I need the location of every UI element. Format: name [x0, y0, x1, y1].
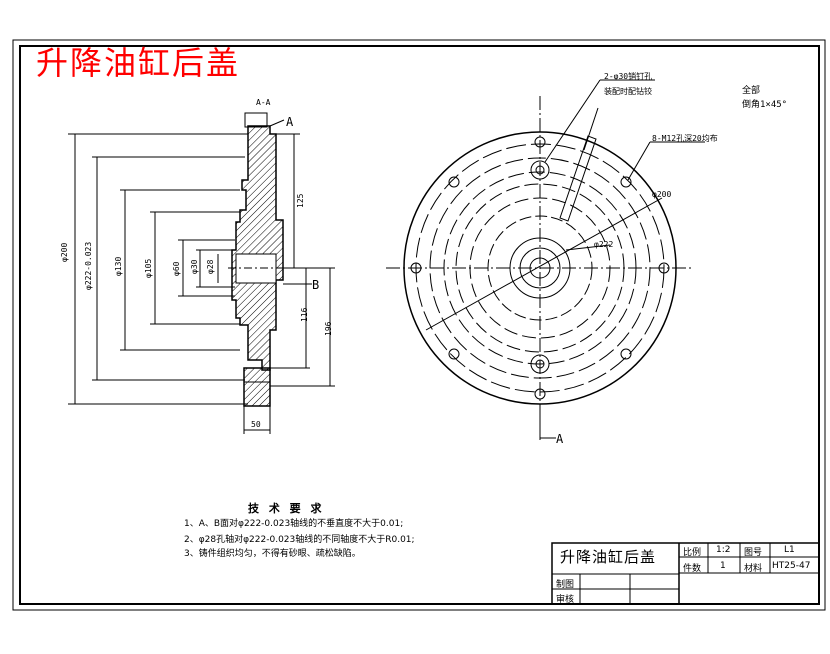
drawing-no-label: 图号 [744, 548, 763, 558]
note-dowel-sub: 装配时配钻铰 [604, 87, 652, 96]
dim-w50: 50 [251, 420, 261, 429]
note-bolt-holes: 8-M12孔深20均布 [652, 134, 718, 143]
note-finish: 全部 [742, 86, 761, 96]
qty-value: 1 [720, 561, 726, 571]
section-view [68, 112, 335, 434]
title-block [551, 542, 820, 605]
dim-d28: φ28 [206, 259, 215, 274]
inner-border [19, 45, 820, 605]
dim-d30: φ30 [190, 259, 199, 274]
dim-h196: 196 [324, 321, 333, 336]
front-view [386, 79, 705, 440]
marker-a: A [286, 115, 294, 129]
outer-border [12, 39, 826, 611]
requirement-3: 3、铸件组织均匀，不得有砂眼、疏松缺陷。 [184, 549, 361, 559]
dim-d222: φ222-0.023 [84, 241, 93, 290]
drawing-title: 升降油缸后盖 [36, 44, 241, 82]
marker-a-front: A [556, 432, 564, 446]
note-circle-d: φ200 [652, 190, 672, 199]
dim-d200: φ200 [60, 242, 69, 262]
datum-b: B [312, 278, 320, 292]
drawn-label: 制图 [556, 580, 575, 590]
scale-label: 比例 [683, 548, 702, 558]
checked-label: 审核 [556, 595, 575, 605]
note-dowel-holes: 2-φ30销钉孔 [604, 72, 653, 81]
qty-label: 件数 [683, 564, 702, 574]
requirements-heading: 技 术 要 求 [248, 502, 325, 515]
material-value: HT25-47 [772, 561, 811, 571]
material-label: 材料 [744, 564, 763, 574]
dim-h116: 116 [300, 307, 309, 322]
drawing-no-value: L1 [784, 545, 795, 555]
title-block-part-name: 升降油缸后盖 [560, 548, 657, 566]
note-circle-d2: φ222 [594, 240, 614, 249]
dim-d130: φ130 [114, 256, 123, 276]
requirement-2: 2、φ28孔轴对φ222-0.023轴线的不同轴度不大于R0.01; [184, 535, 415, 545]
requirement-1: 1、A、B面对φ222-0.023轴线的不垂直度不大于0.01; [184, 519, 404, 529]
dim-d105: φ105 [144, 258, 153, 278]
scale-value: 1:2 [716, 545, 731, 555]
section-label: A-A [256, 98, 271, 107]
dim-d60: φ60 [172, 261, 181, 276]
note-chamfer: 倒角1×45° [742, 100, 788, 110]
dim-h125: 125 [296, 193, 305, 208]
